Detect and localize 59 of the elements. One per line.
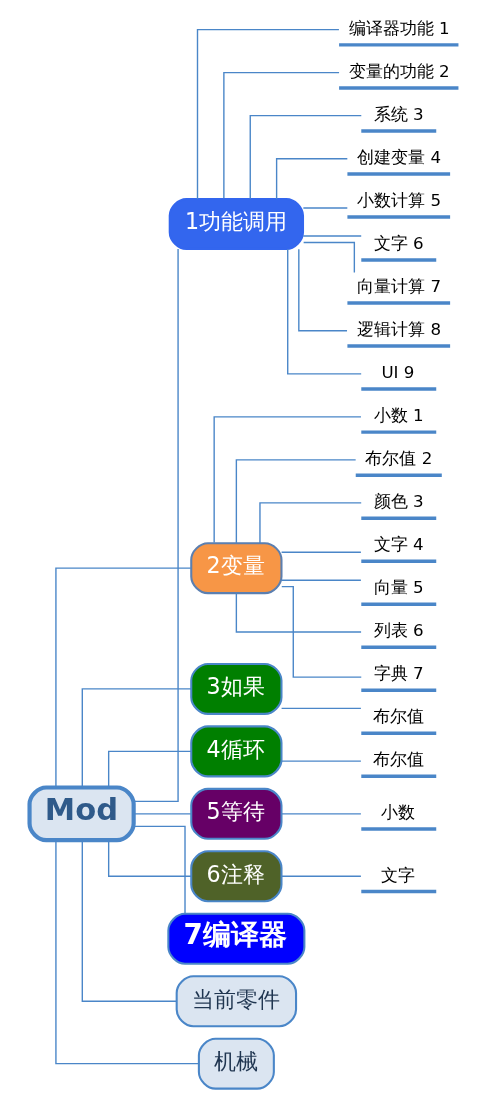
connector [235,459,357,544]
node-box: 6注释 [190,850,283,903]
node-text: 小数计算 5 [357,191,442,211]
node-box: 2变量 [190,542,283,595]
connector [259,502,362,544]
node-text: 字典 7 [373,664,424,684]
connector [196,28,340,200]
connector [298,248,348,332]
connector [133,248,179,803]
node-box: 7编译器 [167,912,306,965]
connector [133,825,186,914]
node-text: 列表 6 [373,621,424,641]
node-text: 布尔值 2 [365,449,433,469]
connector [213,416,362,544]
connector [107,750,192,789]
node-text: 逻辑计算 8 [357,320,442,340]
node-text: 创建变量 4 [357,148,442,167]
node-text: 布尔值 [373,750,425,770]
node-text: 系统 3 [373,104,424,124]
node-text: 向量计算 7 [357,277,442,297]
node-text: 向量 5 [373,578,424,598]
connector [281,585,362,678]
node-text: 编译器功能 1 [348,18,450,38]
connector [280,813,362,815]
node-text: 变量的功能 2 [348,61,450,81]
connector [302,241,356,274]
connector [275,158,348,200]
connector [302,235,362,237]
node-text: 文字 6 [373,234,424,254]
connector [107,839,192,877]
connector [55,567,192,788]
node-text: 文字 4 [373,535,424,555]
connector [280,875,362,877]
connector [81,839,178,1002]
node-box: Mod [27,785,136,843]
node-box: 当前零件 [175,975,298,1028]
connector [249,114,362,200]
node-text: 小数 [381,803,416,823]
connector [280,760,362,762]
node-box: 1功能调用 [168,197,305,250]
connector [55,839,200,1065]
connector [280,707,362,710]
connector [287,248,362,375]
node-text: 颜色 3 [373,492,424,512]
node-text: UI 9 [381,363,415,383]
connector [235,592,362,633]
connector [223,71,340,199]
connector [280,579,362,581]
node-text: 小数 1 [373,406,424,426]
connector [280,551,362,553]
node-box: 3如果 [190,662,283,715]
node-box: 机械 [197,1037,275,1090]
connector [81,688,192,789]
node-text: 布尔值 [373,707,425,727]
connector [302,207,348,209]
node-text: 文字 [381,865,416,885]
connector [133,813,192,815]
node-box: 4循环 [190,725,283,778]
node-box: 5等待 [190,787,283,840]
